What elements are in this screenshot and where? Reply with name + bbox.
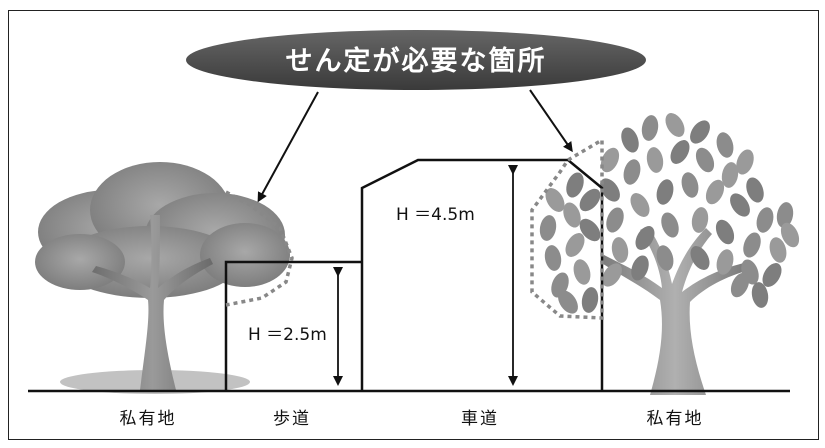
leaf-icon: [695, 147, 715, 173]
leaf-icon: [631, 255, 649, 281]
leaf-icon: [730, 272, 750, 298]
leaf-icon: [621, 127, 639, 153]
leaf-icon: [581, 287, 599, 313]
leaf-icon: [646, 147, 664, 173]
left-pointer-arrow: [257, 91, 319, 203]
leaf-icon: [623, 159, 641, 185]
leaf-icon: [635, 226, 655, 250]
leaf-icon: [563, 202, 581, 228]
leaf-icon: [573, 259, 591, 285]
leaf-icon: [545, 188, 565, 212]
leaf-icon: [544, 245, 562, 271]
callout-text: せん定が必要な箇所: [286, 45, 547, 77]
leaf-icon: [721, 162, 739, 188]
zone-label-private-right: 私有地: [647, 409, 704, 429]
zone-label-private-left: 私有地: [120, 409, 177, 429]
right-pointer-arrow: [529, 89, 573, 153]
leaf-icon: [641, 115, 659, 141]
leaf-icon: [756, 207, 774, 233]
callout: せん定が必要な箇所: [186, 30, 646, 203]
leaf-icon: [776, 202, 794, 228]
left-tree-icon: [35, 162, 290, 394]
leaf-icon: [670, 140, 690, 164]
leaf-icon: [681, 172, 699, 198]
leaf-icon: [579, 188, 601, 212]
leaf-icon: [762, 263, 782, 287]
leaf-icon: [565, 233, 585, 257]
right-tree-icon: [539, 113, 800, 395]
leaf-icon: [769, 237, 787, 263]
leaf-icon: [736, 149, 754, 175]
leaf-icon: [665, 113, 685, 137]
leaf-icon: [630, 193, 650, 217]
sidewalk-height-label: H ＝2.5m: [248, 325, 327, 345]
leaf-icon: [661, 212, 679, 238]
leaf-icon: [558, 290, 578, 314]
right-pruning-area: [530, 136, 604, 320]
leaf-icon: [690, 120, 710, 144]
leaf-icon: [746, 177, 764, 203]
leaf-icon: [656, 179, 674, 205]
leaf-icon: [743, 232, 761, 258]
zone-label-sidewalk: 歩道: [273, 409, 311, 429]
leaf-icon: [751, 282, 769, 308]
roadway-height-label: H ＝4.5m: [396, 205, 475, 225]
leaf-icon: [656, 245, 674, 271]
leaf-icon: [602, 263, 622, 287]
leaf-icon: [600, 147, 620, 173]
leaf-icon: [780, 222, 800, 248]
zone-label-roadway: 車道: [461, 409, 499, 429]
leaf-icon: [715, 219, 735, 245]
leaf-icon: [690, 246, 710, 270]
left-pruning-area: [225, 190, 294, 307]
leaf-icon: [579, 218, 601, 242]
leaf-icon: [606, 207, 624, 233]
leaf-icon: [611, 237, 629, 263]
leaf-icon: [691, 207, 709, 233]
leaf-icon: [539, 215, 557, 241]
leaf-icon: [730, 193, 750, 217]
leaf-icon: [566, 172, 584, 198]
leaf-icon: [705, 179, 725, 205]
leaf-icon: [716, 249, 734, 275]
leaf-icon: [716, 132, 734, 158]
sidewalk-clearance-box: [224, 260, 362, 391]
leaf-icon: [600, 178, 620, 202]
